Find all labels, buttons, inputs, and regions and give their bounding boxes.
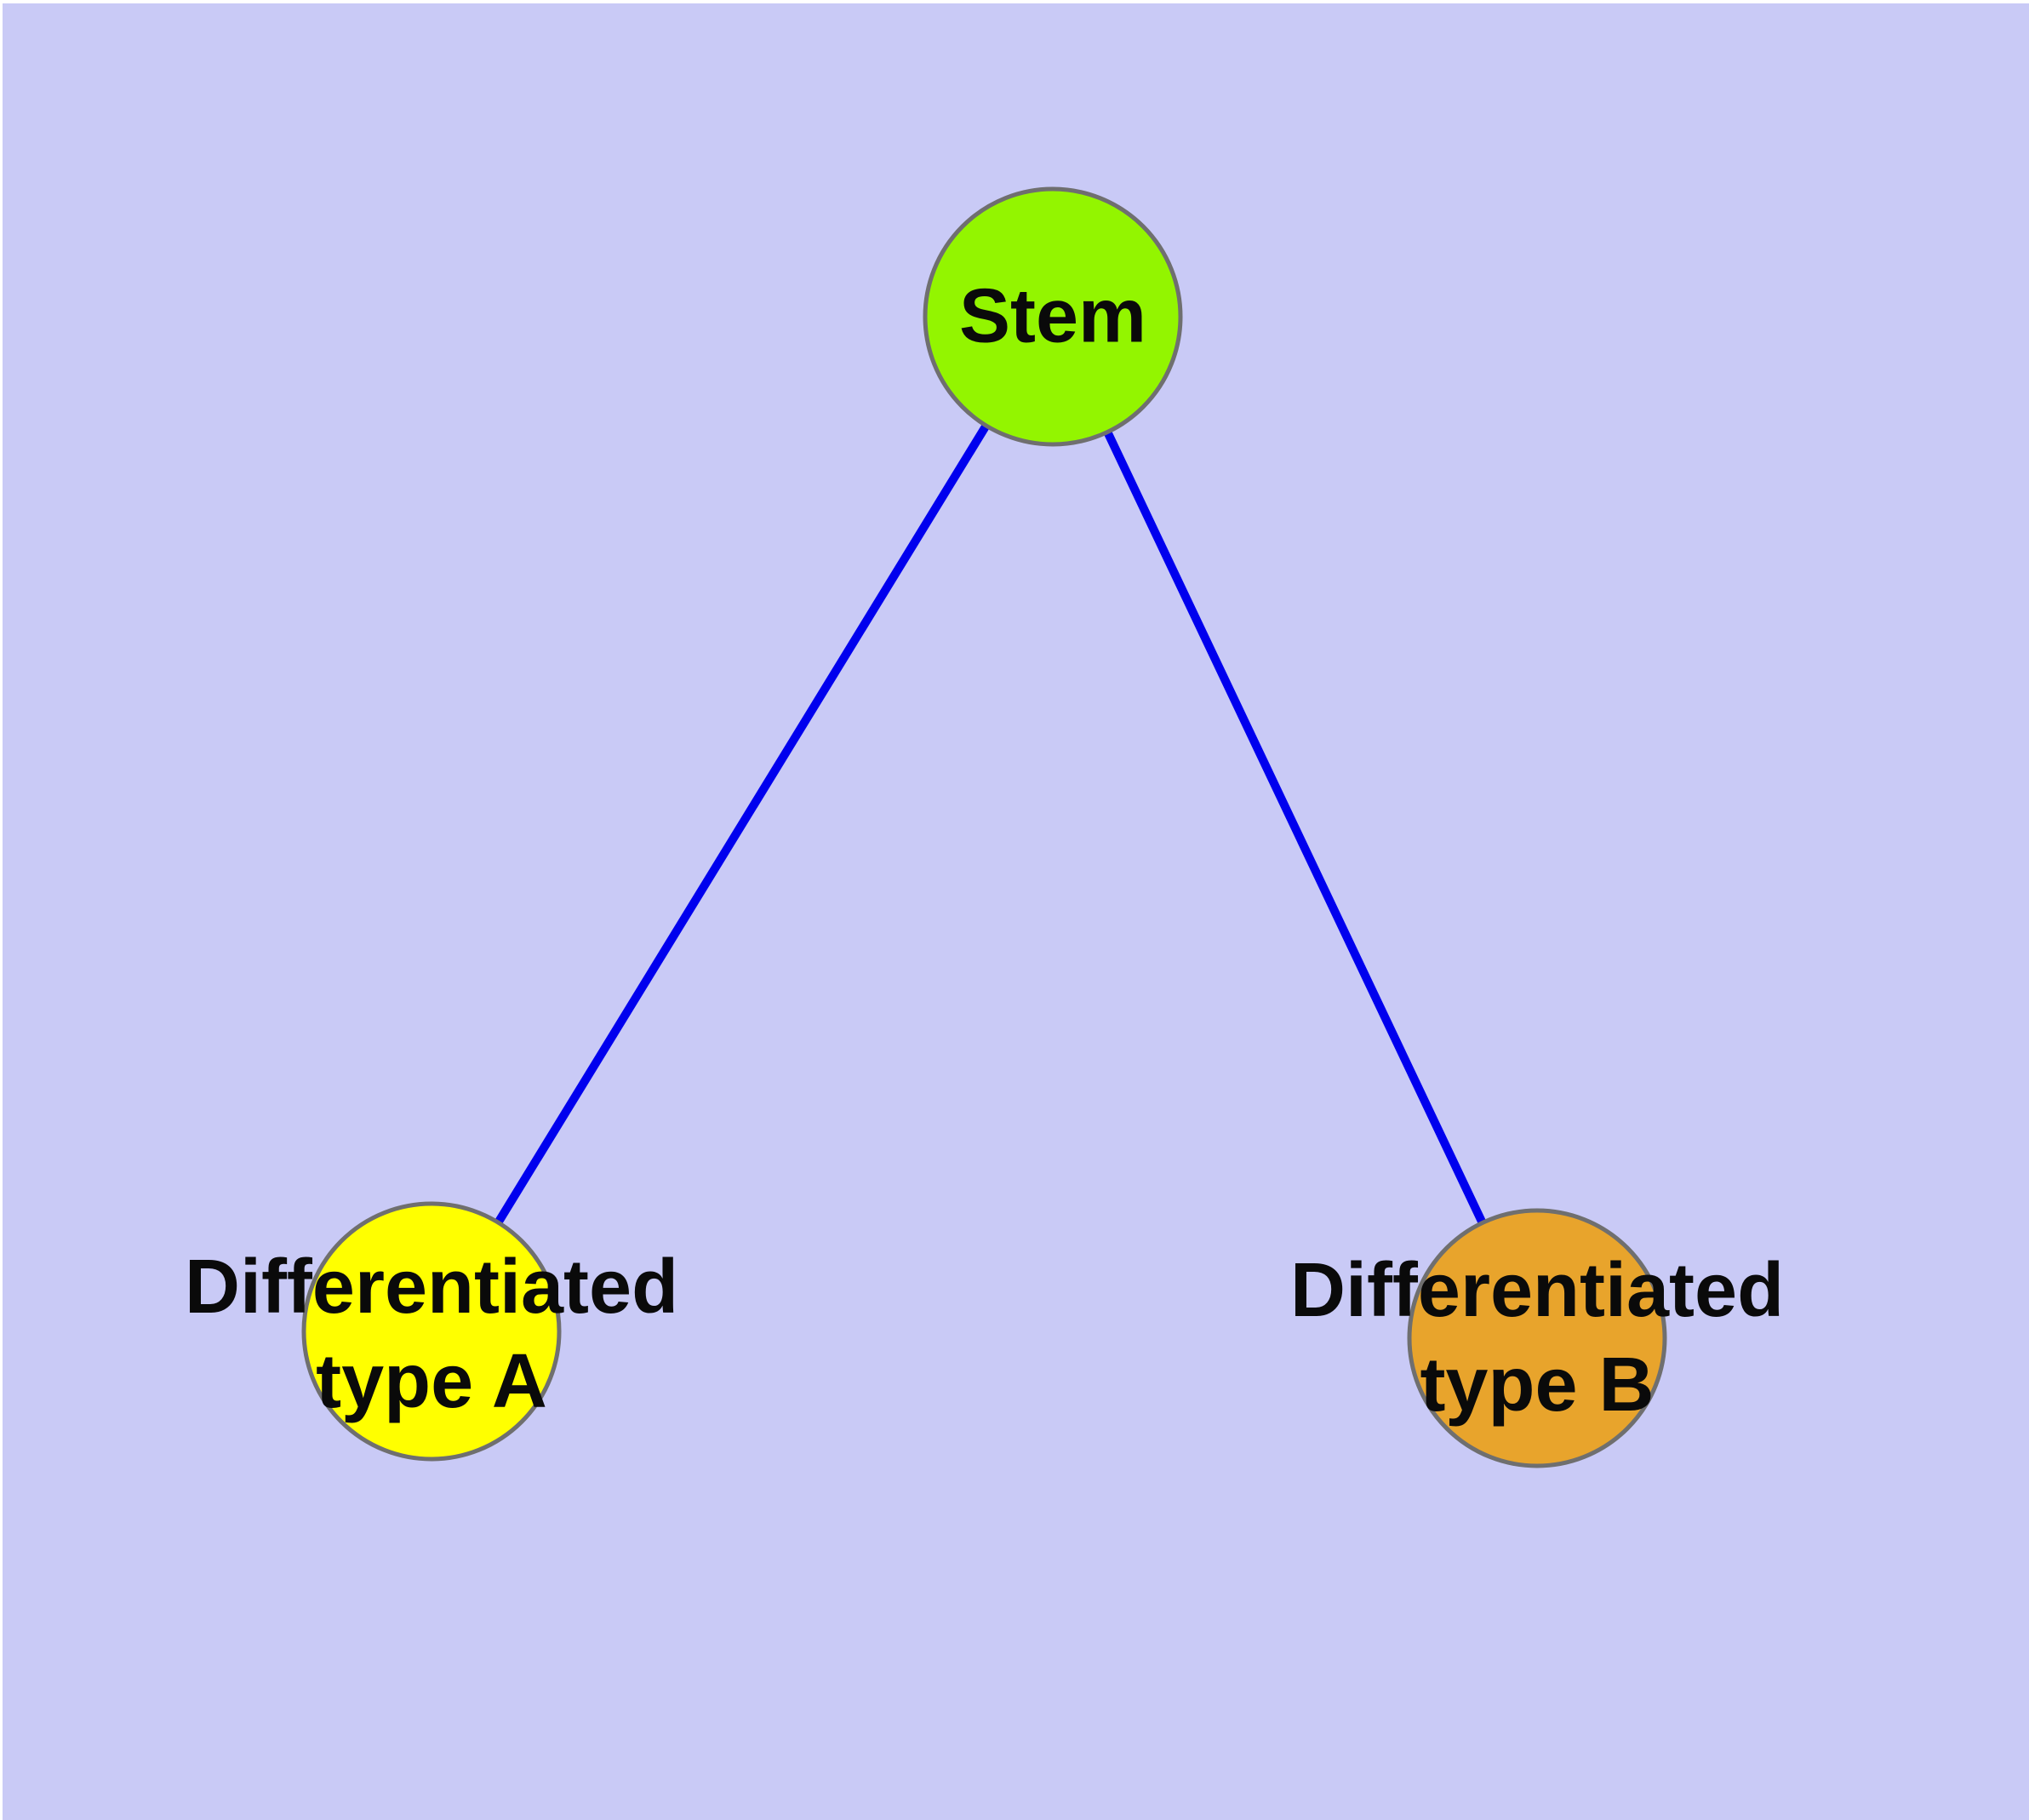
node-circle-differentiated-type-a [301, 1201, 562, 1462]
node-circle-stem [923, 186, 1183, 447]
canvas-margin-left [0, 0, 3, 1820]
edge-stem-to-type-a [427, 314, 1057, 1334]
node-circle-differentiated-type-b [1407, 1208, 1667, 1468]
canvas-margin-top [0, 0, 2029, 3]
edge-stem-to-type-b [1049, 314, 1541, 1341]
